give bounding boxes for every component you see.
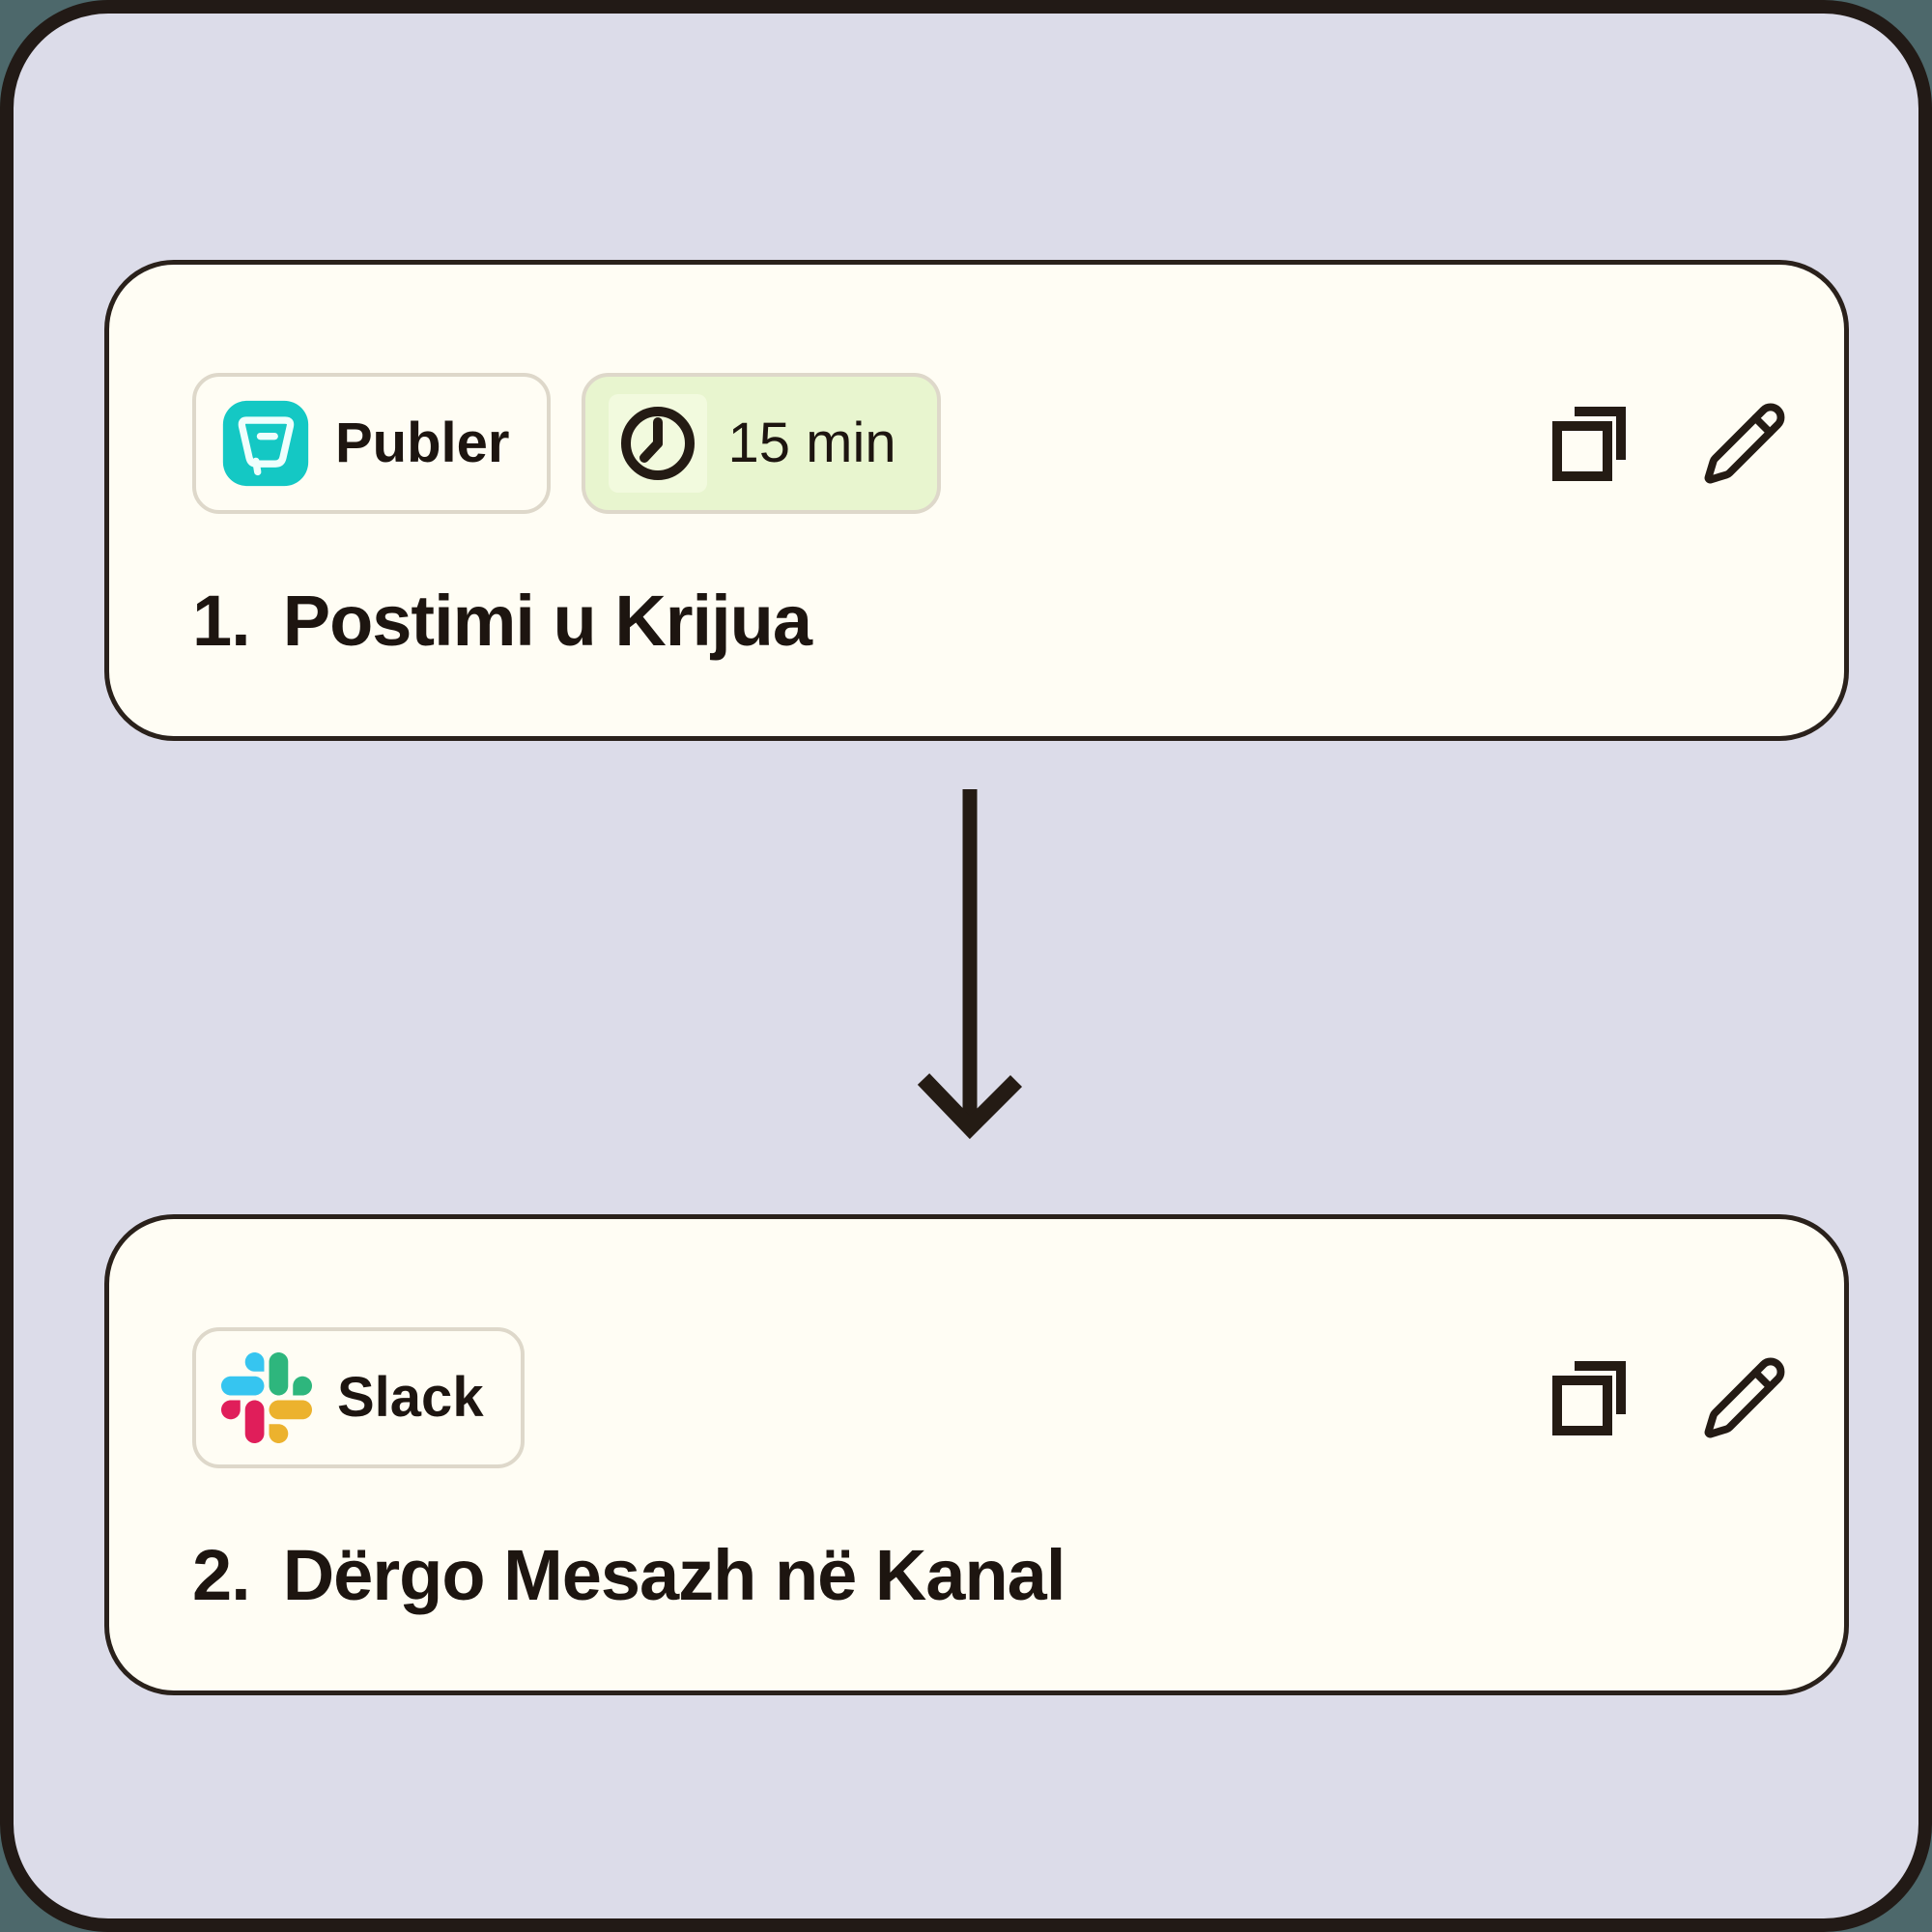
- edit-step-button[interactable]: [1701, 1354, 1788, 1441]
- step-number: 1.: [192, 581, 251, 661]
- step-1-header-row: Publer 15 min: [192, 373, 1788, 514]
- slack-icon: [221, 1352, 312, 1443]
- step-1-title-row: 1. Postimi u Krijua: [192, 581, 1788, 661]
- arrow-down-icon: [917, 789, 1023, 1140]
- publer-icon: [221, 399, 310, 488]
- app-badge-slack: Slack: [192, 1327, 525, 1468]
- workflow-step-card-2[interactable]: Slack 2. Dërgo Mesazh në Kanal: [104, 1214, 1849, 1695]
- duplicate-step-button[interactable]: [1545, 400, 1632, 487]
- edit-step-button[interactable]: [1701, 400, 1788, 487]
- step-title: Dërgo Mesazh në Kanal: [282, 1535, 1066, 1615]
- duration-badge: 15 min: [581, 373, 941, 514]
- workflow-step-card-1[interactable]: Publer 15 min: [104, 260, 1849, 741]
- step-title: Postimi u Krijua: [282, 581, 812, 661]
- step-2-title-row: 2. Dërgo Mesazh në Kanal: [192, 1535, 1788, 1615]
- app-badge-label: Publer: [335, 412, 510, 474]
- clock-icon: [608, 394, 707, 493]
- duration-badge-label: 15 min: [727, 412, 896, 474]
- step-2-header-row: Slack: [192, 1327, 1788, 1468]
- step-number: 2.: [192, 1535, 251, 1615]
- duplicate-step-button[interactable]: [1545, 1354, 1632, 1441]
- app-badge-publer: Publer: [192, 373, 551, 514]
- app-badge-label: Slack: [337, 1366, 484, 1429]
